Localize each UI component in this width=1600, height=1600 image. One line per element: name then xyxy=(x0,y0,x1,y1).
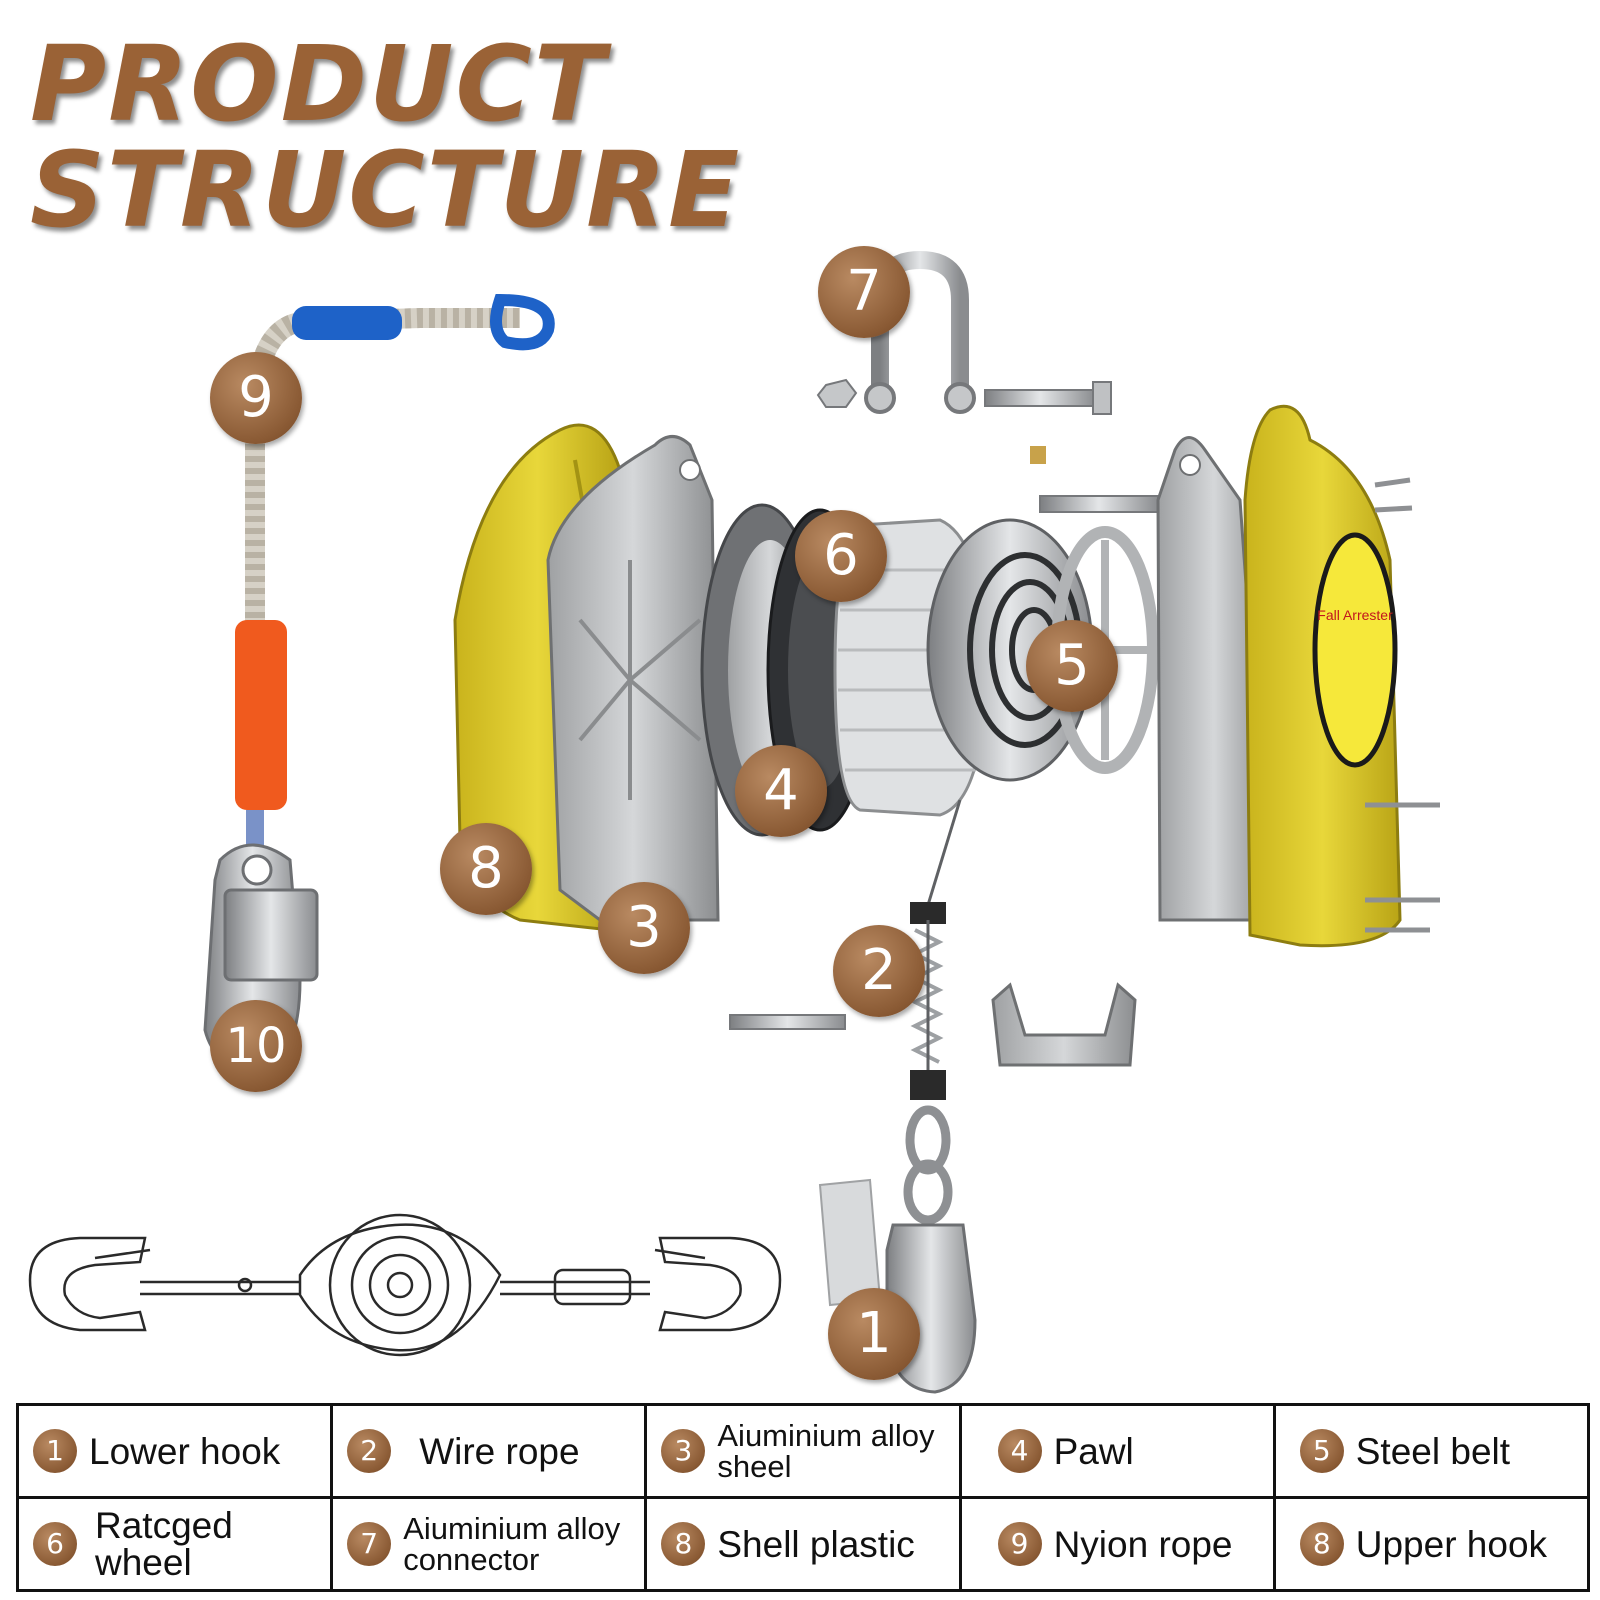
legend-cell: 9 Nyion rope xyxy=(958,1496,1276,1592)
title-line-1: PRODUCT xyxy=(30,23,607,145)
callout-9: 9 xyxy=(210,352,302,444)
legend-label: Aiuminium alloy connector xyxy=(403,1511,621,1577)
exploded-view-diagram: Fall Arrester xyxy=(28,250,1440,1394)
title-line-2: STRUCTURE xyxy=(30,129,742,251)
fall-arrester-label-text: Fall Arrester xyxy=(1317,607,1393,623)
spare-pin xyxy=(729,1014,846,1030)
legend-cell: 8 Upper hook xyxy=(1272,1496,1591,1592)
fall-arrester-label xyxy=(1312,532,1398,768)
legend-label: Ratcged wheel xyxy=(95,1505,233,1583)
legend-number: 5 xyxy=(1299,1429,1344,1473)
callout-5: 5 xyxy=(1026,620,1118,712)
brass-nut xyxy=(1030,446,1046,464)
legend-number: 7 xyxy=(347,1522,392,1566)
callout-2: 2 xyxy=(833,925,925,1017)
legend-number: 2 xyxy=(347,1429,392,1473)
callout-6: 6 xyxy=(795,510,887,602)
rope-eye xyxy=(490,293,555,351)
right-aluminium-shell xyxy=(1156,436,1272,922)
legend-number: 8 xyxy=(1299,1522,1344,1566)
legend-label: Nyion rope xyxy=(1053,1523,1233,1565)
legend-cell: 2 Wire rope xyxy=(330,1403,648,1499)
legend-number: 4 xyxy=(997,1429,1042,1473)
legend-number: 1 xyxy=(33,1429,77,1473)
legend-cell: 5 Steel belt xyxy=(1272,1403,1591,1499)
callout-4: 4 xyxy=(735,745,827,837)
right-plastic-shell: Fall Arrester xyxy=(1243,404,1440,948)
legend-number: 3 xyxy=(661,1429,706,1473)
schematic-drawing xyxy=(28,1213,782,1357)
legend-label: Upper hook xyxy=(1355,1523,1548,1565)
legend-number: 9 xyxy=(997,1522,1042,1566)
wire-rope-assembly xyxy=(903,799,962,1225)
legend-label: Lower hook xyxy=(89,1430,281,1472)
legend-label: Aiuminium alloy sheel xyxy=(717,1418,935,1484)
legend-label: Shell plastic xyxy=(717,1523,915,1565)
callout-10: 10 xyxy=(210,1000,302,1092)
callout-7: 7 xyxy=(818,246,910,338)
legend-cell: 6 Ratcged wheel xyxy=(15,1496,334,1592)
legend-number: 8 xyxy=(661,1522,706,1566)
blue-sleeve xyxy=(292,306,402,340)
callout-1: 1 xyxy=(828,1288,920,1380)
callout-8: 8 xyxy=(440,823,532,915)
callout-3: 3 xyxy=(598,882,690,974)
legend-cell: 4 Pawl xyxy=(958,1403,1276,1499)
legend-cell: 1 Lower hook xyxy=(15,1403,334,1499)
spare-bracket xyxy=(991,982,1137,1067)
legend-label: Wire rope xyxy=(419,1430,580,1472)
left-aluminium-shell xyxy=(546,435,720,922)
axle-pin xyxy=(1039,495,1159,513)
orange-sleeve xyxy=(235,620,287,810)
legend-label: Steel belt xyxy=(1355,1430,1511,1472)
legend-number: 6 xyxy=(33,1522,77,1566)
spare-latch xyxy=(818,1178,882,1307)
legend-label: Pawl xyxy=(1053,1430,1134,1472)
legend-cell: 8 Shell plastic xyxy=(644,1496,962,1592)
